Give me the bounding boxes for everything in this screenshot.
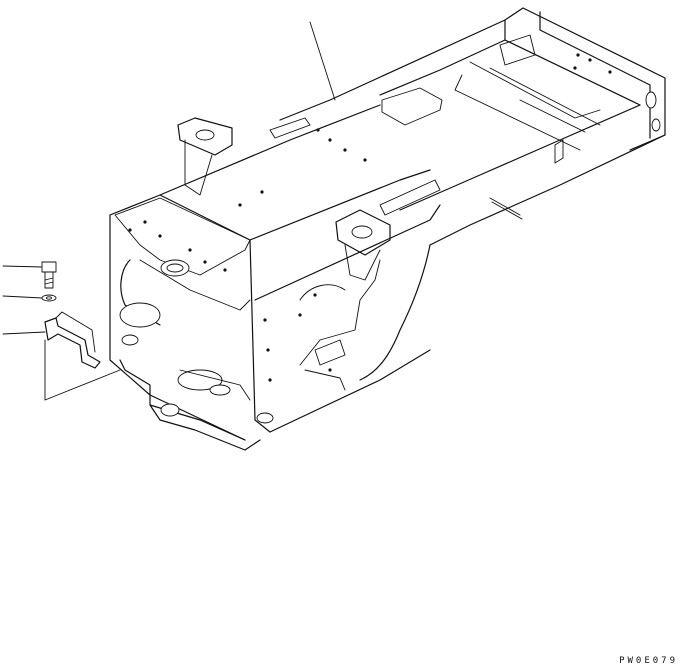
bolt-holes <box>128 53 612 382</box>
figure-code: PW0E079 <box>619 656 678 666</box>
bracket <box>2 311 121 401</box>
washer-leader <box>2 295 43 299</box>
frame-leader <box>309 21 336 101</box>
bolt <box>2 261 57 289</box>
frame <box>109 7 666 451</box>
washer <box>2 294 57 302</box>
bracket-leader <box>2 331 46 335</box>
bolt-leader <box>2 265 43 268</box>
